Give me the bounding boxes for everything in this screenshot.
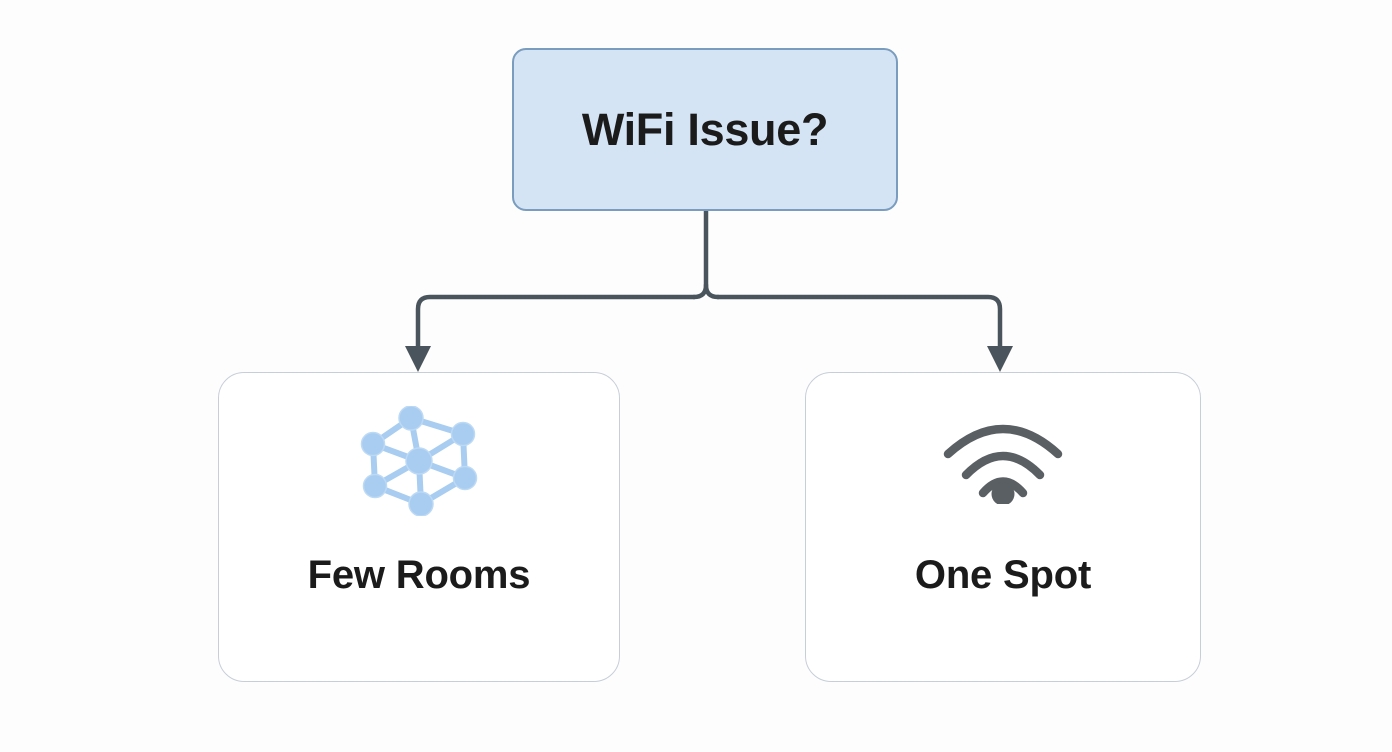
mesh-network-icon	[359, 406, 479, 516]
root-node-wifi-issue[interactable]: WiFi Issue?	[512, 48, 898, 211]
branch-card-label-few-rooms: Few Rooms	[307, 553, 531, 597]
branch-card-label-one-spot: One Spot	[914, 553, 1092, 597]
connector-branch-left	[415, 294, 697, 351]
connector-stem	[703, 208, 721, 300]
branch-card-few-rooms[interactable]: Few Rooms	[218, 372, 620, 682]
connector-stem-left-fillet	[691, 282, 709, 300]
wifi-signal-icon	[942, 411, 1064, 511]
branch-card-one-spot[interactable]: One Spot	[805, 372, 1201, 682]
arrowhead-left	[405, 346, 431, 372]
connector-branch-right	[715, 294, 1003, 351]
root-node-label: WiFi Issue?	[581, 104, 829, 155]
arrowhead-right	[987, 346, 1013, 372]
